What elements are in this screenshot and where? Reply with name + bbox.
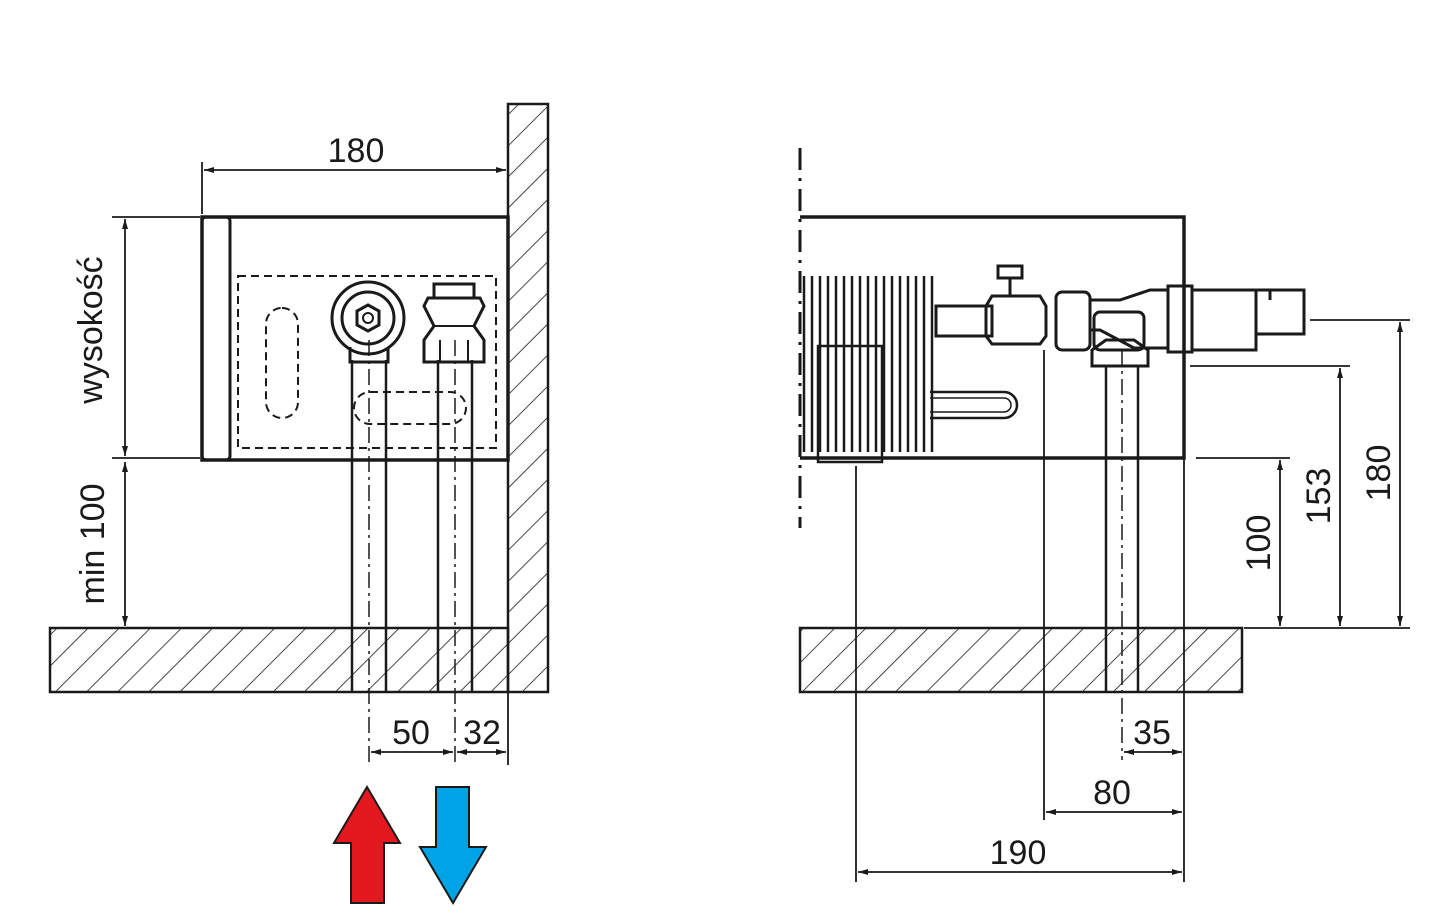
label-floor-gap: min 100 bbox=[74, 484, 112, 605]
dim-width-180 bbox=[201, 162, 506, 214]
convector-housing bbox=[800, 215, 1186, 460]
exchanger-frame bbox=[816, 344, 884, 464]
extension-lines bbox=[855, 319, 1410, 882]
floor-left bbox=[48, 626, 510, 694]
exchanger-return-loop-inner bbox=[930, 397, 1012, 413]
exchanger-return-loop bbox=[930, 390, 1019, 420]
dim-right-verticals bbox=[1277, 322, 1403, 626]
label-wall-offset: 32 bbox=[463, 714, 501, 752]
dim-right-horizontals bbox=[858, 749, 1182, 875]
label-dim-190: 190 bbox=[990, 834, 1047, 872]
dim-pipe-spacing bbox=[371, 692, 509, 765]
convector-front-grille bbox=[200, 215, 232, 462]
label-height: wysokość bbox=[72, 256, 110, 404]
right-view bbox=[798, 148, 1410, 882]
label-dim-153: 153 bbox=[1300, 468, 1338, 525]
heat-exchanger bbox=[802, 276, 934, 452]
floor-right bbox=[798, 626, 1244, 694]
convector-body bbox=[200, 215, 510, 462]
label-dim-180: 180 bbox=[1360, 445, 1398, 502]
label-dim-100: 100 bbox=[1240, 515, 1278, 572]
arrow-down-icon bbox=[418, 786, 488, 905]
slot-vertical bbox=[265, 307, 299, 419]
label-dim-35: 35 bbox=[1133, 714, 1171, 752]
arrow-up-icon bbox=[332, 785, 402, 904]
lockshield-valve bbox=[422, 282, 486, 364]
wall bbox=[506, 102, 550, 694]
return-pipe bbox=[436, 360, 474, 692]
supply-pipe bbox=[350, 360, 388, 692]
vertical-pipe bbox=[1104, 366, 1140, 692]
label-pipe-spacing: 50 bbox=[392, 714, 430, 752]
left-view bbox=[48, 102, 550, 905]
connection-zone bbox=[237, 275, 497, 449]
slot-horizontal bbox=[353, 391, 467, 425]
valve-assembly bbox=[934, 264, 1306, 368]
thermostatic-valve bbox=[330, 280, 406, 364]
label-dim-80: 80 bbox=[1093, 774, 1131, 812]
label-width-180: 180 bbox=[328, 132, 385, 170]
dim-height bbox=[112, 216, 200, 459]
